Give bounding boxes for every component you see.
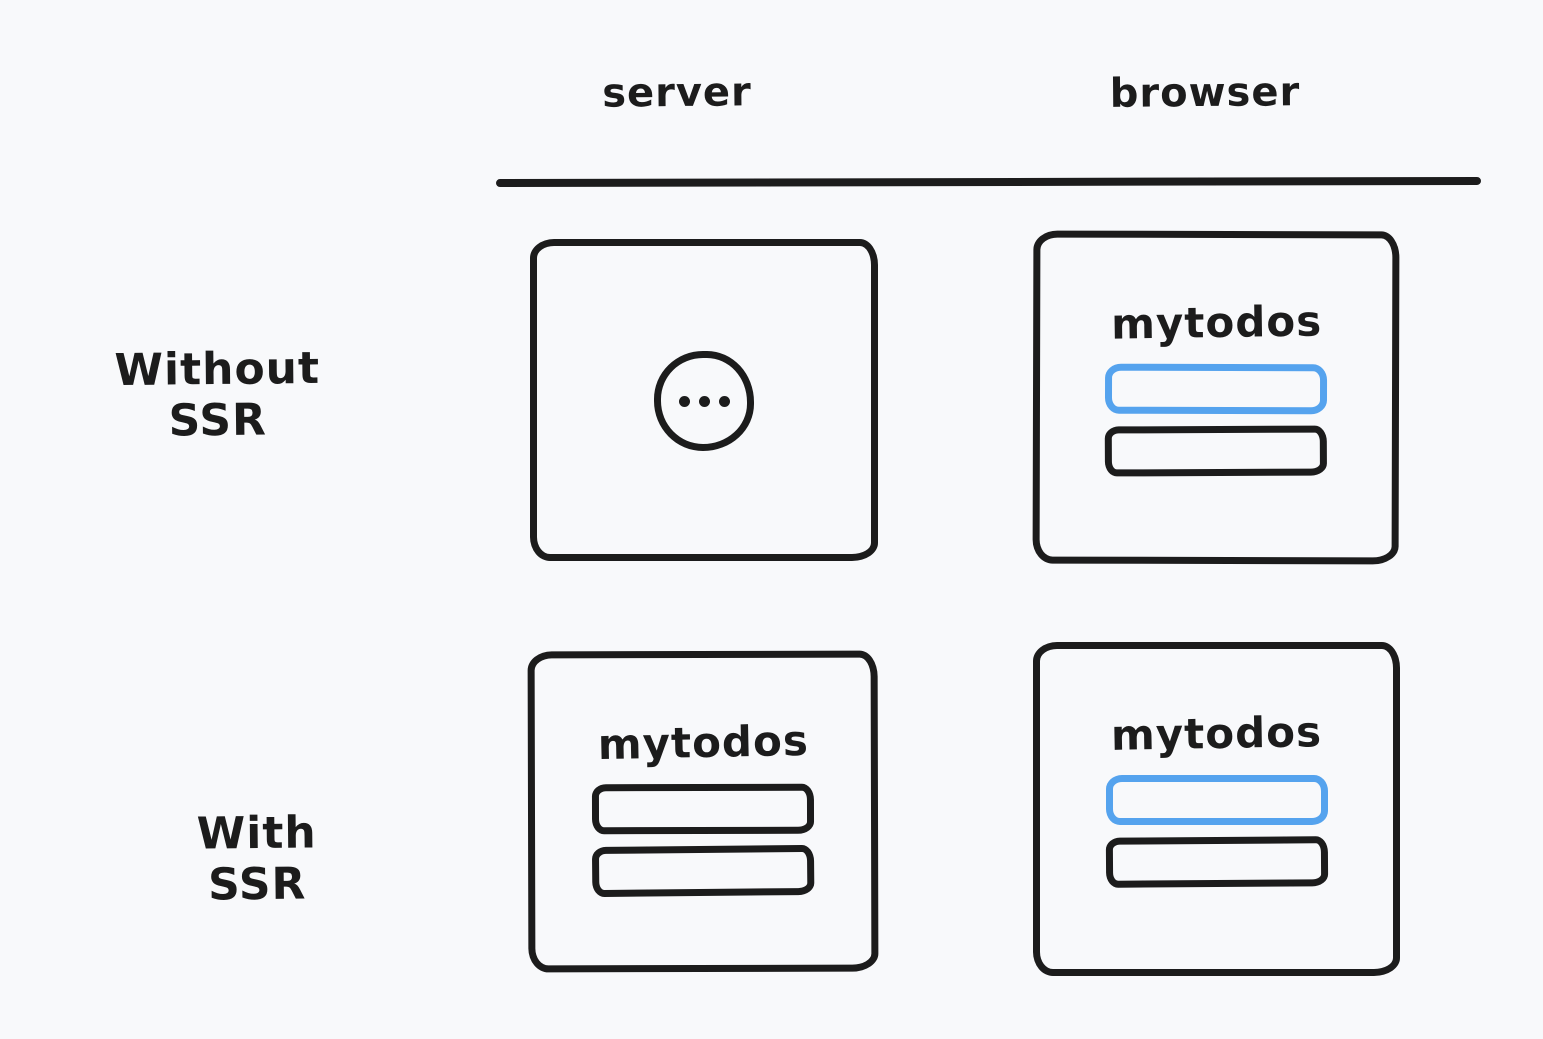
todo-item-highlighted [1104,363,1328,415]
ellipsis-dot [718,395,730,407]
ellipsis-dot [678,395,690,407]
ellipsis-loading-icon [654,351,754,451]
todo-item [1105,836,1328,888]
column-header-server: server [602,69,752,117]
without-ssr-server-box [530,239,878,561]
with-ssr-server-box: mytodos [527,650,879,973]
row-label-without-ssr: Without SSR [114,342,321,447]
app-title: mytodos [1110,296,1323,349]
todo-item [591,783,815,835]
header-divider-line [495,176,1482,188]
without-ssr-browser-box: mytodos [1032,230,1400,565]
row-label-with-ssr: With SSR [196,807,317,911]
app-title: mytodos [1110,707,1323,760]
app-title: mytodos [596,715,809,770]
with-ssr-browser-box: mytodos [1033,642,1400,976]
todo-item [1104,425,1327,477]
ellipsis-dot [698,395,710,407]
column-header-browser: browser [1109,69,1301,117]
todo-item [591,844,815,898]
todo-item-highlighted [1105,775,1328,825]
